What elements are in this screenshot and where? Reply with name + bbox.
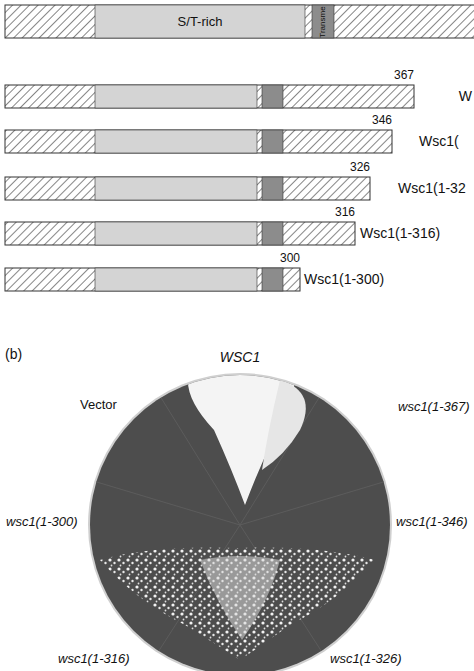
construct-name: Wsc1(1-300)	[304, 272, 384, 287]
construct-name: Wsc1(	[419, 134, 459, 149]
domain-label: Transme	[319, 6, 328, 37]
residue-number: 367	[394, 69, 414, 82]
strain-label: WSC1	[220, 350, 260, 365]
agar-plate	[88, 373, 392, 671]
strain-label: Vector	[80, 398, 117, 412]
domain-label: S/T-rich	[178, 14, 223, 28]
strain-label: wsc1(1-367)	[398, 400, 470, 414]
residue-number: 316	[335, 206, 355, 219]
strain-label: wsc1(1-326)	[330, 652, 402, 666]
construct-name: Wsc1(1-316)	[360, 226, 440, 241]
domain-bar: S/T-rich Transme	[5, 5, 474, 38]
domain-bar-art	[5, 5, 474, 38]
truncation-bars	[5, 85, 414, 291]
strain-label: wsc1(1-346)	[396, 515, 468, 529]
residue-number: 326	[350, 161, 370, 174]
construct-name: Wsc1(1-32	[398, 181, 466, 196]
residue-number: 300	[280, 252, 300, 265]
panel-label: (b)	[5, 347, 22, 362]
residue-number: 346	[372, 114, 392, 127]
construct-name: W	[459, 89, 472, 104]
strain-label: wsc1(1-300)	[6, 515, 78, 529]
strain-label: wsc1(1-316)	[58, 652, 130, 666]
